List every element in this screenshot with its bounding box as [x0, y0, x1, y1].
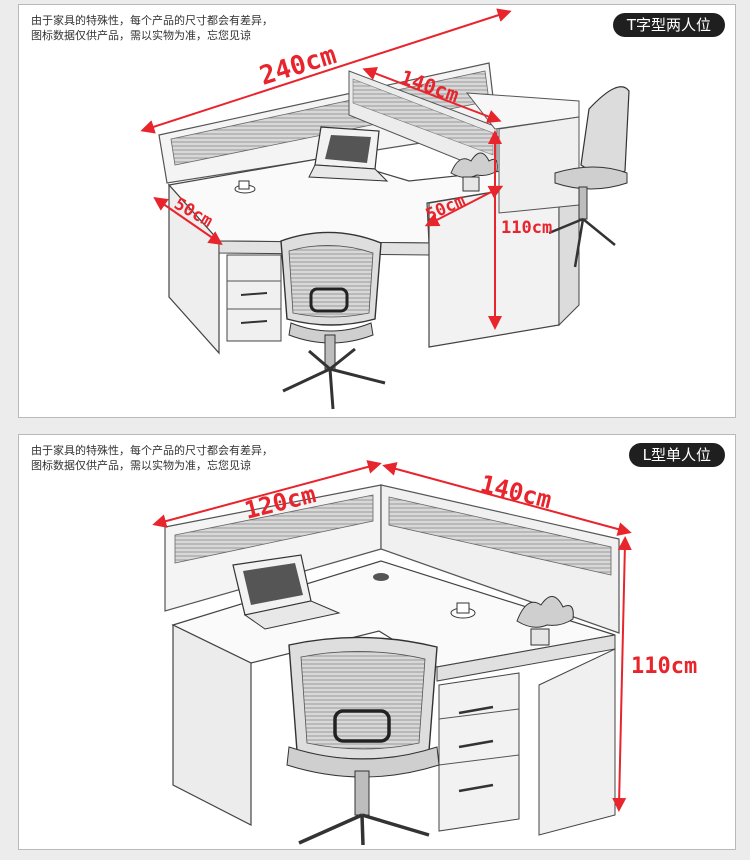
l-shape-workstation-drawing: 120cm 140cm 110cm: [152, 460, 697, 846]
coffee-cup: [450, 602, 476, 619]
layout-type-badge: T字型两人位: [612, 13, 725, 37]
coffee-cup: [234, 180, 256, 194]
disclaimer-line-2: 图标数据仅供产品，需以实物为准，忘您见谅: [31, 29, 251, 42]
size-disclaimer: 由于家具的特殊性，每个产品的尺寸都会有差异， 图标数据仅供产品，需以实物为准，忘…: [31, 443, 273, 473]
size-disclaimer: 由于家具的特殊性，每个产品的尺寸都会有差异， 图标数据仅供产品，需以实物为准，忘…: [31, 13, 273, 43]
laptop: [232, 554, 341, 630]
t-shape-workstation-drawing: 240cm 140cm 50cm 50cm 110cm: [140, 8, 630, 410]
disclaimer-line-1: 由于家具的特殊性，每个产品的尺寸都会有差异，: [31, 444, 273, 457]
laptop: [308, 126, 389, 182]
layout-type-badge: L型单人位: [628, 443, 725, 467]
l-shape-panel: 由于家具的特殊性，每个产品的尺寸都会有差异， 图标数据仅供产品，需以实物为准，忘…: [18, 434, 736, 850]
dimension-lines: [140, 8, 512, 330]
depth-dimension-label: 140cm: [478, 470, 555, 515]
office-chair-front: [280, 231, 386, 410]
height-dimension-label: 110cm: [631, 654, 697, 679]
height-dimension-label: 110cm: [501, 218, 552, 238]
potted-plant: [516, 596, 574, 646]
desk: [171, 560, 616, 836]
t-shape-panel: 由于家具的特殊性，每个产品的尺寸都会有差异， 图标数据仅供产品，需以实物为准，忘…: [18, 4, 736, 418]
office-chair: [286, 636, 440, 846]
disclaimer-line-1: 由于家具的特殊性，每个产品的尺寸都会有差异，: [31, 14, 273, 27]
dimension-lines: [152, 460, 632, 812]
disclaimer-line-2: 图标数据仅供产品，需以实物为准，忘您见谅: [31, 459, 251, 472]
width-dimension-label: 240cm: [256, 40, 340, 92]
office-chair-back: [548, 86, 630, 268]
